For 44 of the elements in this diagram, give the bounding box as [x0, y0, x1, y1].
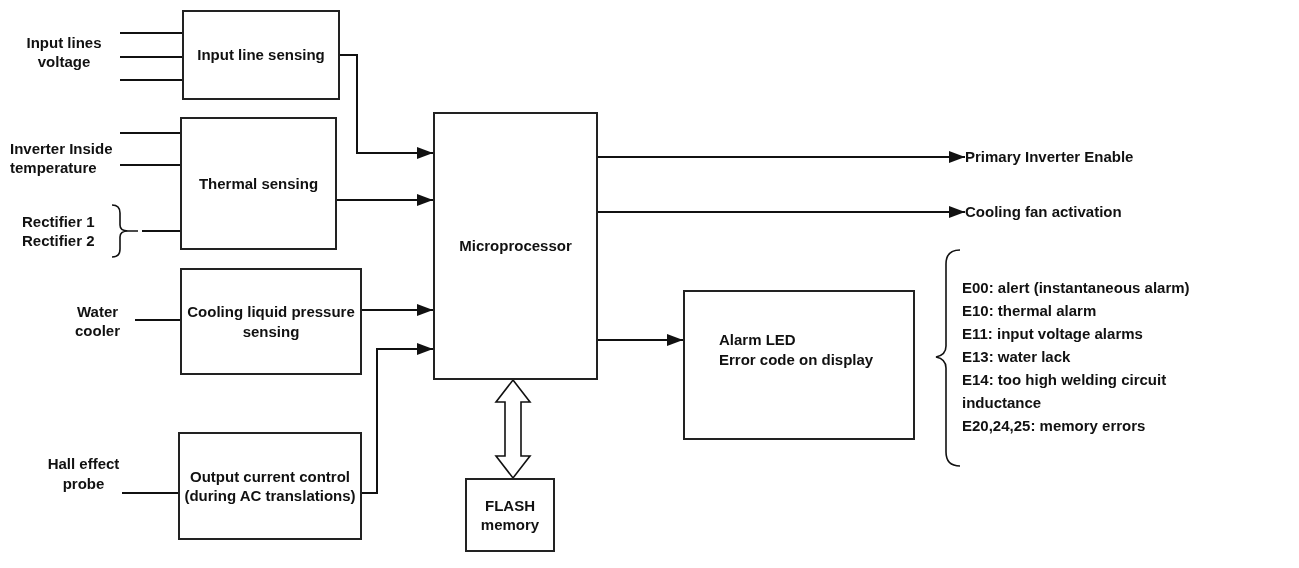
process-box: [465, 478, 555, 552]
box-label: Output current control (during AC translations): [183, 466, 357, 506]
box-label: FLASH memory: [479, 495, 541, 535]
signal-label: Inverter Inside temperature: [10, 138, 114, 178]
error-code-text: E14: too high welding circuit inductance: [962, 370, 1168, 413]
signal-label: Rectifier 1 Rectifier 2: [22, 211, 96, 251]
signal-label: Primary Inverter Enable: [965, 147, 1135, 167]
box-label: Error code on display: [719, 349, 874, 369]
signal-label: Water cooler: [74, 301, 121, 341]
signal-line: [119, 132, 181, 134]
error-code-text: E10: thermal alarm: [962, 301, 1098, 321]
process-box: [683, 290, 915, 440]
signal-line: [141, 230, 181, 232]
double-arrow: [494, 378, 532, 480]
arrow: [336, 194, 434, 206]
signal-line: [119, 79, 183, 81]
signal-line: [119, 56, 183, 58]
signal-label: Input lines voltage: [25, 32, 103, 72]
error-code-text: E20,24,25: memory errors: [962, 416, 1147, 436]
signal-line: [121, 492, 179, 494]
process-box: [178, 432, 362, 540]
arrow: [597, 206, 966, 218]
signal-label: Hall effect probe: [46, 454, 121, 493]
box-label: Thermal sensing: [198, 173, 319, 194]
box-label: Cooling liquid pressure sensing: [186, 302, 356, 341]
arrow: [361, 304, 434, 316]
arrow: [339, 54, 434, 159]
signal-line: [119, 32, 183, 34]
signal-label: Cooling fan activation: [965, 202, 1123, 222]
error-code-text: E13: water lack: [962, 347, 1072, 367]
arrow: [597, 334, 684, 346]
arrow: [361, 343, 434, 494]
signal-line: [134, 319, 181, 321]
process-box: [180, 268, 362, 375]
process-box: [180, 117, 337, 250]
process-box: [433, 112, 598, 380]
box-label: Alarm LED: [719, 330, 796, 350]
error-code-text: E00: alert (instantaneous alarm): [962, 278, 1191, 298]
signal-line: [119, 164, 181, 166]
error-code-text: E11: input voltage alarms: [962, 324, 1144, 344]
box-label: Input line sensing: [197, 45, 325, 65]
process-box: [182, 10, 340, 100]
arrow: [597, 151, 966, 163]
box-label: Microprocessor: [459, 236, 572, 256]
